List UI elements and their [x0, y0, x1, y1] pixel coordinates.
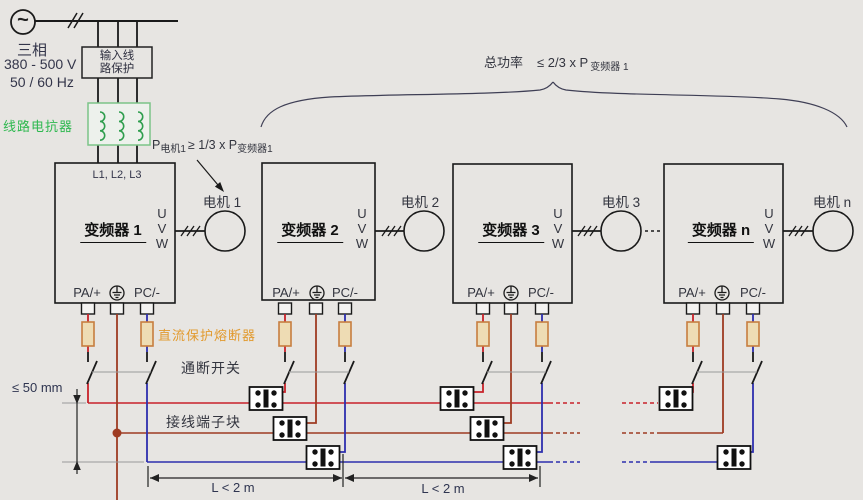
- input-protection-label: 输入线 路保护: [82, 47, 152, 78]
- terminal-block-label: 接线端子块: [166, 414, 241, 430]
- switch-label: 通断开关: [181, 360, 241, 376]
- dc-fuse-icons: [81, 321, 760, 347]
- three-phase-label: 三相: [17, 42, 48, 59]
- total-power-relation: ≤ 2/3 x P: [537, 55, 589, 70]
- w-terminal: W: [355, 236, 369, 251]
- u-terminal: U: [764, 206, 774, 221]
- total-power-sub: 变频器 1: [590, 62, 629, 73]
- total-power-label: 总功率: [484, 55, 524, 70]
- terminal-block-icon: [716, 445, 752, 470]
- terminal-block-icons: [248, 386, 752, 470]
- input-protection-line2: 路保护: [99, 62, 135, 75]
- motor-3-label: 电机 3: [601, 195, 641, 210]
- span-dimensions: [147, 454, 541, 487]
- mains-feeders: [97, 21, 138, 163]
- motor-3-symbol: [600, 210, 642, 252]
- v-terminal: V: [553, 221, 563, 236]
- ground-junction-dot: [112, 428, 122, 438]
- terminal-block-icon: [305, 445, 341, 470]
- motor-n-label: 电机 n: [812, 195, 852, 210]
- formula-sub-converter: 变频器1: [237, 144, 273, 155]
- dc-fuse-label: 直流保护熔断器: [158, 328, 257, 343]
- dc-plus-wires: [87, 314, 694, 403]
- terminal-block-icon: [502, 445, 538, 470]
- earth-icon-3: [503, 285, 519, 301]
- span-2-label: L < 2 m: [421, 481, 465, 496]
- terminal-block-icon: [658, 386, 694, 411]
- w-terminal: W: [551, 236, 565, 251]
- pa-label-3: PA/+: [467, 285, 495, 300]
- v-terminal: V: [357, 221, 367, 236]
- total-power-brace: [260, 81, 848, 128]
- mains-terminals-label: L1, L2, L3: [92, 169, 142, 181]
- cable-slash-marks: [180, 225, 809, 237]
- converter-n-label: 变频器 n: [687, 219, 755, 243]
- w-terminal: W: [762, 236, 776, 251]
- clearance-dimension-label: ≤ 50 mm: [12, 380, 63, 395]
- motor-1-symbol: [204, 210, 246, 252]
- v-terminal: V: [764, 221, 774, 236]
- line-reactor-icon: [87, 102, 151, 146]
- motor-symbols: [204, 210, 854, 252]
- u-terminal: U: [357, 206, 367, 221]
- frequency-label: 50 / 60 Hz: [10, 74, 74, 90]
- formula-base: P: [152, 138, 161, 152]
- motor-1-label: 电机 1: [202, 195, 242, 210]
- input-protection-line1: 输入线: [99, 49, 135, 62]
- ac-source-icon: [10, 9, 178, 35]
- terminal-block-icon: [248, 386, 284, 411]
- formula-relation: ≥ 1/3 x P: [187, 138, 238, 152]
- pc-label-n: PC/-: [740, 285, 766, 300]
- w-terminal: W: [155, 236, 169, 251]
- earth-icon-1: [109, 285, 125, 301]
- terminal-block-icon: [272, 416, 308, 441]
- pc-label-3: PC/-: [528, 285, 554, 300]
- terminal-block-icon: [469, 416, 505, 441]
- terminal-block-icon: [439, 386, 475, 411]
- input-protection-box: [81, 46, 153, 79]
- span-1-label: L < 2 m: [211, 480, 255, 495]
- pc-label-1: PC/-: [134, 285, 160, 300]
- pc-label-2: PC/-: [332, 285, 358, 300]
- ac-tilde: ~: [17, 9, 29, 31]
- motor-2-label: 电机 2: [400, 195, 440, 210]
- formula-sub-motor: 电机1: [160, 144, 186, 155]
- motor-power-arrow: [196, 159, 224, 192]
- earth-icon-n: [714, 285, 730, 301]
- earth-icon-2: [309, 285, 325, 301]
- pa-label-n: PA/+: [678, 285, 706, 300]
- voltage-label: 380 - 500 V: [4, 56, 77, 72]
- clearance-dimension: [62, 389, 144, 474]
- v-terminal: V: [157, 221, 167, 236]
- converter-2-label: 变频器 2: [277, 219, 343, 243]
- earth-icons: [109, 285, 730, 301]
- u-terminal: U: [157, 206, 167, 221]
- span-dimension-arrows: [150, 474, 538, 482]
- terminal-tabs: [80, 302, 761, 315]
- pa-label-2: PA/+: [272, 285, 300, 300]
- dc-minus-wires: [146, 314, 754, 462]
- converter-3-label: 变频器 3: [478, 219, 544, 243]
- motor-2-symbol: [403, 210, 445, 252]
- u-terminal: U: [553, 206, 563, 221]
- converter-1-label: 变频器 1: [80, 219, 146, 243]
- line-reactor-label: 线路电抗器: [3, 119, 74, 134]
- pa-label-1: PA/+: [73, 285, 101, 300]
- motor-n-symbol: [812, 210, 854, 252]
